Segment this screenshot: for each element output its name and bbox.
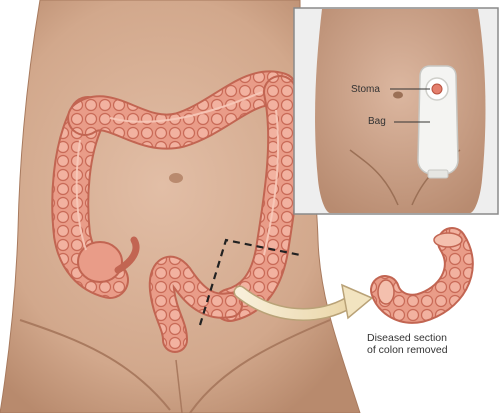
- navel: [169, 173, 183, 183]
- caption-line-2: of colon removed: [367, 344, 448, 356]
- stoma-label: Stoma: [351, 84, 380, 95]
- inset-stoma-view: [294, 8, 498, 214]
- caption-line-1: Diseased section: [367, 332, 448, 344]
- stoma-icon: [432, 84, 442, 94]
- bag-label: Bag: [368, 116, 386, 127]
- removed-section-caption: Diseased section of colon removed: [367, 332, 448, 356]
